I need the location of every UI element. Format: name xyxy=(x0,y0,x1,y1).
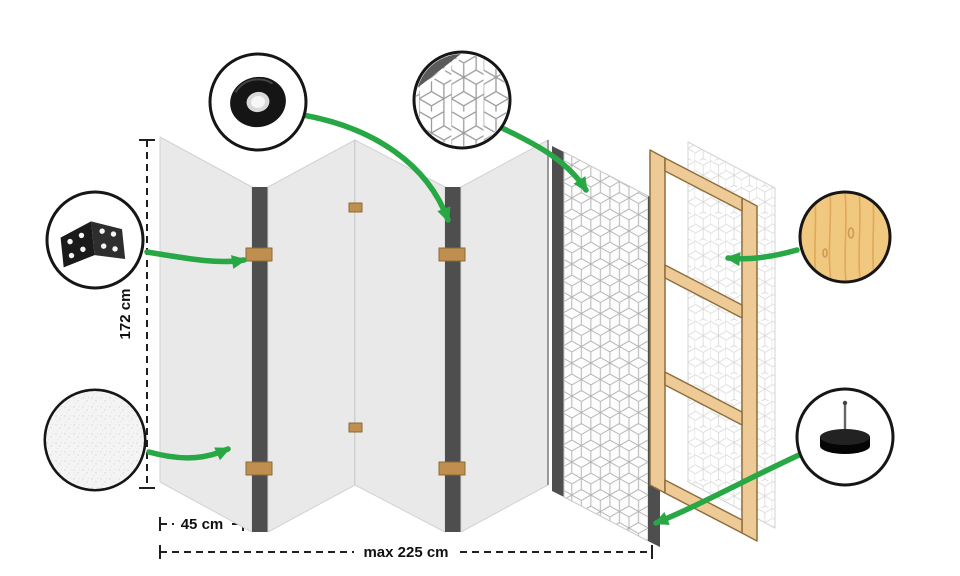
arrow-fleece-to-panel xyxy=(146,446,231,461)
frame-rung-1 xyxy=(664,157,743,212)
arrow-hinge-to-fold xyxy=(144,249,247,269)
dimension-height xyxy=(139,139,155,489)
panel-width-dimension-label: 45 cm xyxy=(181,516,224,533)
height-dimension-label: 172 cm xyxy=(117,289,134,340)
callout-wood xyxy=(798,190,892,284)
arrow-pattern-to-panel xyxy=(499,125,589,193)
callout-pattern xyxy=(412,50,512,150)
hinge-icon xyxy=(60,221,126,268)
arrow-wood-to-frame xyxy=(725,247,800,267)
panel-width-label-bg xyxy=(174,514,230,534)
screen-panel-2 xyxy=(267,139,356,533)
total-width-label-bg xyxy=(354,542,458,562)
callout-foot xyxy=(795,387,895,487)
panel-edge-strip-1 xyxy=(252,187,268,532)
hinge-piece xyxy=(438,247,466,262)
felt-foot-icon xyxy=(820,400,870,454)
arrow-tape-to-fold xyxy=(300,112,451,223)
frame-left-stile xyxy=(649,149,666,494)
wooden-frame xyxy=(649,149,758,542)
screen-panel-4 xyxy=(460,139,549,533)
callout-fleece xyxy=(43,388,147,492)
hinge-piece-small xyxy=(348,422,363,433)
screen-panel-1 xyxy=(159,136,253,533)
total-width-dimension-label: max 225 cm xyxy=(363,544,448,561)
hinge-piece xyxy=(438,461,466,476)
printed-panel-face xyxy=(563,151,649,542)
hinges xyxy=(245,202,466,476)
panel-edge-strip-2 xyxy=(445,187,461,532)
hinge-piece xyxy=(245,461,273,476)
hinge-piece xyxy=(245,247,273,262)
callout-arrows xyxy=(144,112,802,526)
callout-tape xyxy=(208,52,308,152)
callout-hinge xyxy=(45,190,145,290)
arrow-foot-to-base xyxy=(653,452,802,526)
frame-rung-2 xyxy=(664,264,743,319)
frame-right-stile xyxy=(741,197,758,542)
printed-panel-left-edge xyxy=(552,146,564,497)
hinge-piece-small xyxy=(348,202,363,213)
pattern-texture-icon xyxy=(416,54,508,146)
folding-screen xyxy=(159,136,549,533)
frame-rung-4 xyxy=(664,479,743,534)
tape-roll-icon xyxy=(230,76,286,128)
screen-panel-3 xyxy=(354,139,446,533)
frame-rung-3 xyxy=(664,371,743,426)
fleece-texture-icon xyxy=(46,391,144,489)
printed-panel xyxy=(552,146,660,547)
